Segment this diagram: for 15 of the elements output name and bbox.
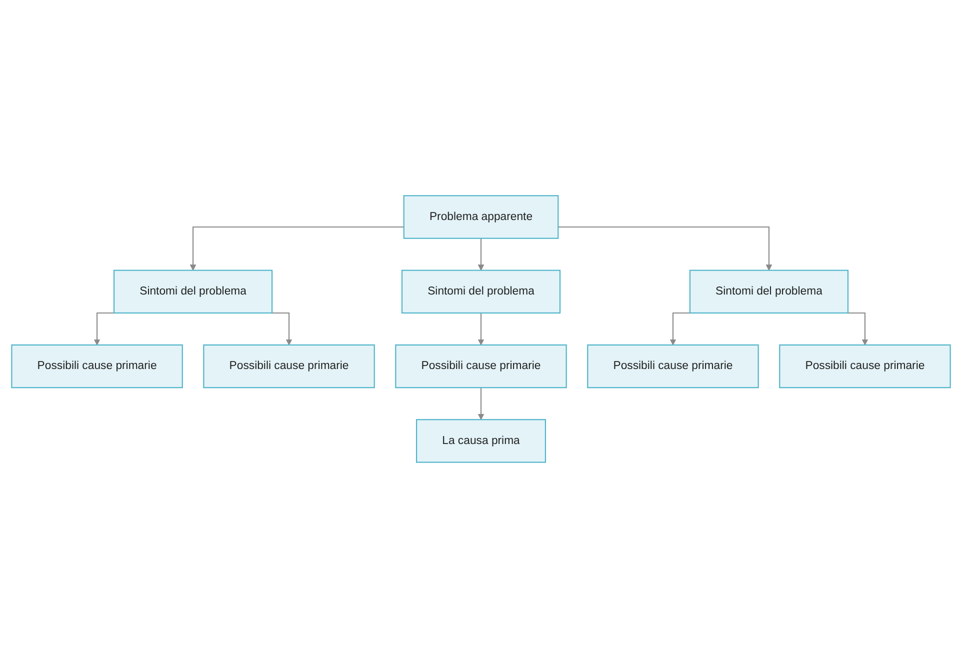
arrow bbox=[558, 226, 772, 270]
node-box: Possibili cause primarie bbox=[586, 344, 758, 388]
arrow bbox=[189, 226, 404, 270]
arrow bbox=[477, 237, 484, 270]
node-box: Sintomi del problema bbox=[688, 269, 848, 314]
arrow bbox=[477, 312, 484, 345]
node-box: Possibili cause primarie bbox=[778, 344, 950, 388]
node-box: La causa prima bbox=[416, 418, 546, 462]
node-box: Possibili cause primarie bbox=[202, 344, 374, 388]
node-box: Sintomi del problema bbox=[400, 269, 560, 314]
node-box: Possibili cause primarie bbox=[394, 344, 566, 388]
arrow bbox=[477, 386, 484, 420]
node-box: Possibili cause primarie bbox=[10, 344, 182, 388]
node-box: Sintomi del problema bbox=[112, 269, 272, 314]
node-box: Problema apparente bbox=[402, 194, 558, 238]
